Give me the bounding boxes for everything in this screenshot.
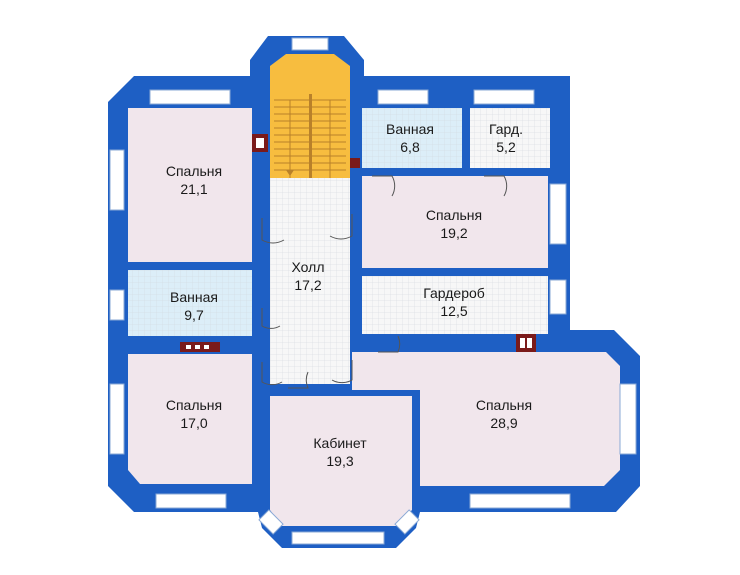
room-area-bedroom-se: 28,9 [490,415,517,431]
window [291,531,385,545]
room-name-bath-n: Ванная [386,121,434,137]
room-tile-texture [362,276,548,334]
room-tile-texture [270,178,350,384]
room-area-closet-n: 5,2 [496,139,516,155]
window [149,89,231,105]
room-area-bath-n: 6,8 [400,139,420,155]
room-tile-texture [470,108,550,168]
window [109,289,125,321]
window [258,509,284,535]
room-area-bedroom-e: 19,2 [440,225,467,241]
door [378,335,401,353]
room-area-bath-w: 9,7 [184,307,204,323]
room-name-bedroom-se: Спальня [476,397,532,413]
room-name-hall: Холл [292,259,325,275]
door [261,362,283,386]
window [619,383,637,455]
window [155,493,227,509]
chimneys [180,134,536,352]
room-name-bath-w: Ванная [170,289,218,305]
room-labels: Спальня 21,1 Ванная 9,7 Спальня 17,0 Хол… [166,121,532,469]
room-area-cabinet: 19,3 [326,453,353,469]
room-name-closet-n: Гард. [489,121,523,137]
room-name-cabinet: Кабинет [313,435,367,451]
door [261,218,285,244]
room-tile-texture [362,108,462,168]
room-name-bedroom-nw: Спальня [166,163,222,179]
window [549,183,567,245]
room-tile-texture [128,270,252,336]
chimney [516,334,536,352]
window [469,493,571,509]
room-area-wardrobe: 12,5 [440,303,467,319]
room-name-wardrobe: Гардероб [423,285,485,301]
door [288,371,309,389]
window [377,89,429,105]
window [291,37,329,51]
window [109,149,125,211]
door [329,214,353,240]
room-area-hall: 17,2 [294,277,321,293]
room-bedroom-e [362,176,548,268]
chimney [350,158,360,168]
room-bedroom-nw [128,108,252,262]
room-cabinet [270,396,412,526]
door [484,175,508,197]
window [394,509,420,535]
window [549,279,567,315]
room-area-bedroom-sw: 17,0 [180,415,207,431]
window [473,89,535,105]
door [331,360,353,384]
room-name-bedroom-e: Спальня [426,207,482,223]
doors [261,175,508,389]
door [372,175,396,197]
windows [109,37,637,545]
rooms [128,108,620,526]
window [109,383,125,455]
room-name-bedroom-sw: Спальня [166,397,222,413]
room-area-bedroom-nw: 21,1 [180,181,207,197]
room-bedroom-sw [128,354,252,484]
staircase [270,54,350,178]
room-bedroom-se [352,352,620,486]
door [261,308,281,329]
